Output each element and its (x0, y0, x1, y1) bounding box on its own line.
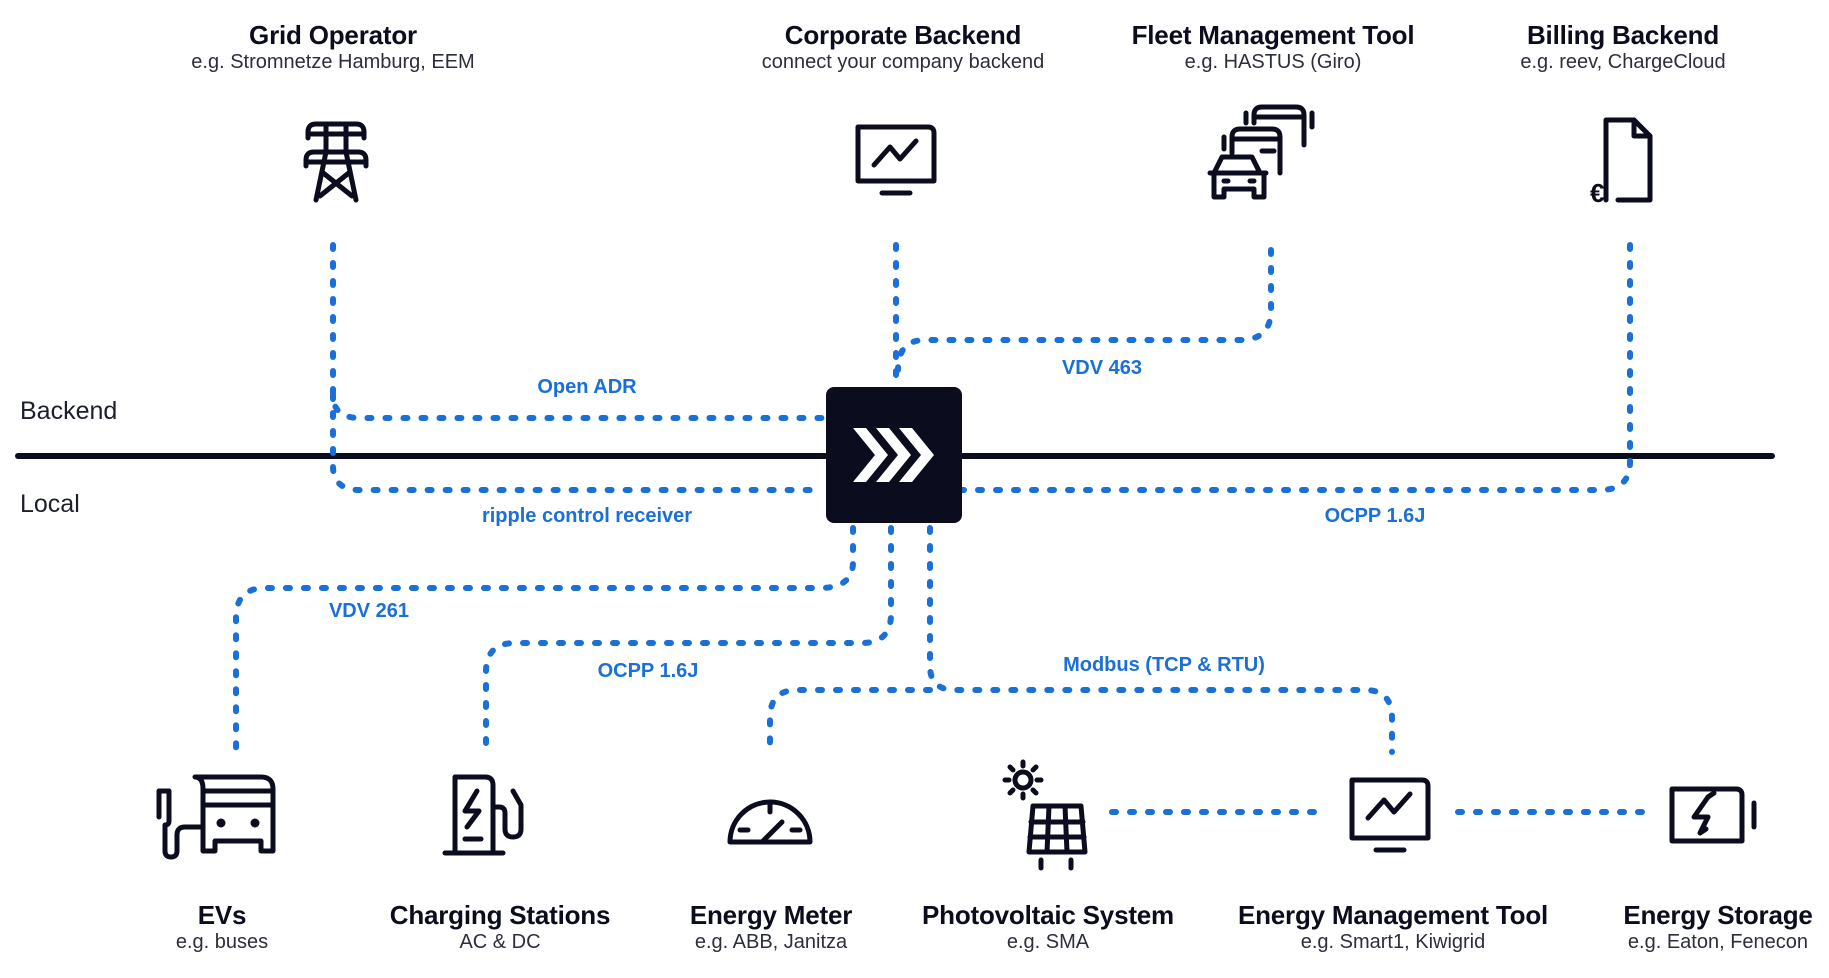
node-grid-operator[interactable]: Grid Operator e.g. Stromnetze Hamburg, E… (191, 20, 474, 74)
battery-bolt-icon (1669, 786, 1757, 844)
connector-ocpp-billing (959, 242, 1633, 493)
node-subtitle: e.g. Eaton, Fenecon (1627, 931, 1809, 953)
node-charging-stations[interactable]: Charging Stations AC & DC (390, 900, 611, 954)
electric-bus-icon (156, 774, 276, 860)
gauge-meter-icon (727, 799, 813, 845)
connector-ripple-control (330, 392, 825, 493)
node-title: Corporate Backend (784, 20, 1022, 50)
protocol-ocpp-billing: OCPP 1.6J (1324, 505, 1426, 527)
node-subtitle: e.g. ABB, Janitza (694, 931, 848, 953)
node-title: EVs (197, 900, 247, 930)
protocol-open-adr: Open ADR (537, 376, 637, 398)
node-title: Photovoltaic System (922, 900, 1174, 930)
node-energy-meter[interactable]: Energy Meter e.g. ABB, Janitza (689, 900, 853, 954)
node-subtitle: e.g. SMA (1006, 931, 1090, 953)
node-title: Energy Management Tool (1237, 900, 1549, 930)
node-title: Grid Operator (249, 20, 417, 50)
euro-document-icon: € (1590, 117, 1653, 208)
node-subtitle: connect your company backend (761, 51, 1045, 73)
node-subtitle: AC & DC (459, 931, 541, 953)
node-title: Fleet Management Tool (1131, 20, 1415, 50)
protocol-ripple-control: ripple control receiver (481, 505, 693, 527)
node-subtitle: e.g. HASTUS (Giro) (1184, 51, 1362, 73)
monitor-chart-icon (1349, 777, 1431, 853)
svg-text:€: € (1590, 178, 1604, 208)
node-title: Billing Backend (1526, 20, 1720, 50)
node-energy-management-tool[interactable]: Energy Management Tool e.g. Smart1, Kiwi… (1238, 900, 1548, 954)
solar-panel-icon (1002, 759, 1088, 871)
connector-modbus-meter (767, 687, 933, 759)
power-pylon-icon (303, 121, 369, 203)
connector-ocpp-local (483, 525, 894, 755)
node-subtitle: e.g. buses (175, 931, 269, 953)
connector-modbus (927, 525, 1395, 755)
node-title: Energy Meter (689, 900, 853, 930)
protocol-ocpp-local: OCPP 1.6J (597, 660, 699, 682)
node-subtitle: e.g. Stromnetze Hamburg, EEM (191, 51, 475, 73)
monitor-chart-icon (855, 124, 937, 196)
node-corporate-backend[interactable]: Corporate Backend connect your company b… (762, 20, 1044, 74)
node-fleet-management-tool[interactable]: Fleet Management Tool e.g. HASTUS (Giro) (1132, 20, 1415, 74)
chevrons-right-icon (853, 428, 934, 482)
connectors (233, 242, 1653, 815)
protocol-modbus: Modbus (TCP & RTU) (1063, 654, 1265, 676)
node-photovoltaic-system[interactable]: Photovoltaic System e.g. SMA (922, 900, 1174, 954)
node-energy-storage[interactable]: Energy Storage e.g. Eaton, Fenecon (1623, 900, 1813, 954)
connector-vdv463 (895, 247, 1274, 373)
node-billing-backend[interactable]: Billing Backend e.g. reev, ChargeCloud (1520, 20, 1725, 74)
protocol-vdv261: VDV 261 (328, 600, 410, 622)
charging-station-icon (442, 774, 524, 856)
zone-label-local: Local (20, 490, 80, 518)
node-title: Energy Storage (1623, 900, 1813, 930)
protocol-vdv463: VDV 463 (1061, 357, 1143, 379)
hub-controller[interactable] (826, 387, 962, 523)
node-title: Charging Stations (389, 900, 611, 930)
vehicle-fleet-icon (1207, 104, 1315, 200)
node-subtitle: e.g. reev, ChargeCloud (1520, 51, 1726, 73)
connector-vdv261 (233, 525, 856, 755)
node-evs[interactable]: EVs e.g. buses (176, 900, 268, 954)
zone-label-backend: Backend (20, 397, 118, 425)
node-subtitle: e.g. Smart1, Kiwigrid (1300, 931, 1486, 953)
